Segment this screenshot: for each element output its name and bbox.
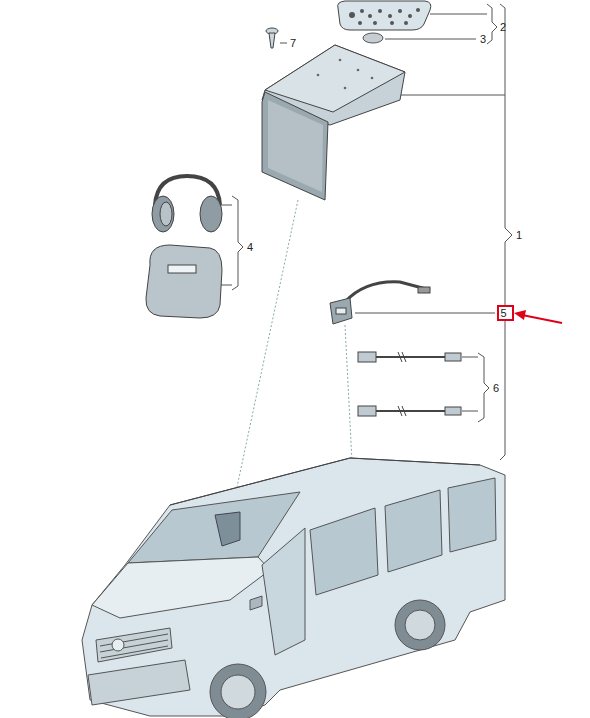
usb-cables [358,352,461,416]
battery [363,33,383,43]
headphones [152,176,222,232]
callout-number: 4 [247,241,253,253]
callout-number: 1 [516,229,522,241]
van [82,458,505,718]
callout-number: 3 [480,33,486,45]
callout-number: 2 [500,21,506,33]
roof-monitor [262,45,405,200]
callout-number: 6 [493,382,499,394]
highlight-arrow [514,310,562,323]
callout-number: 5 [499,307,512,319]
connector-cable [330,282,430,324]
screw [266,28,278,48]
callout-number: 7 [290,37,296,49]
leader-lines [215,4,512,460]
remote-control [338,1,431,30]
highlight-box: 5 [497,305,514,321]
headphone-case [146,245,222,318]
